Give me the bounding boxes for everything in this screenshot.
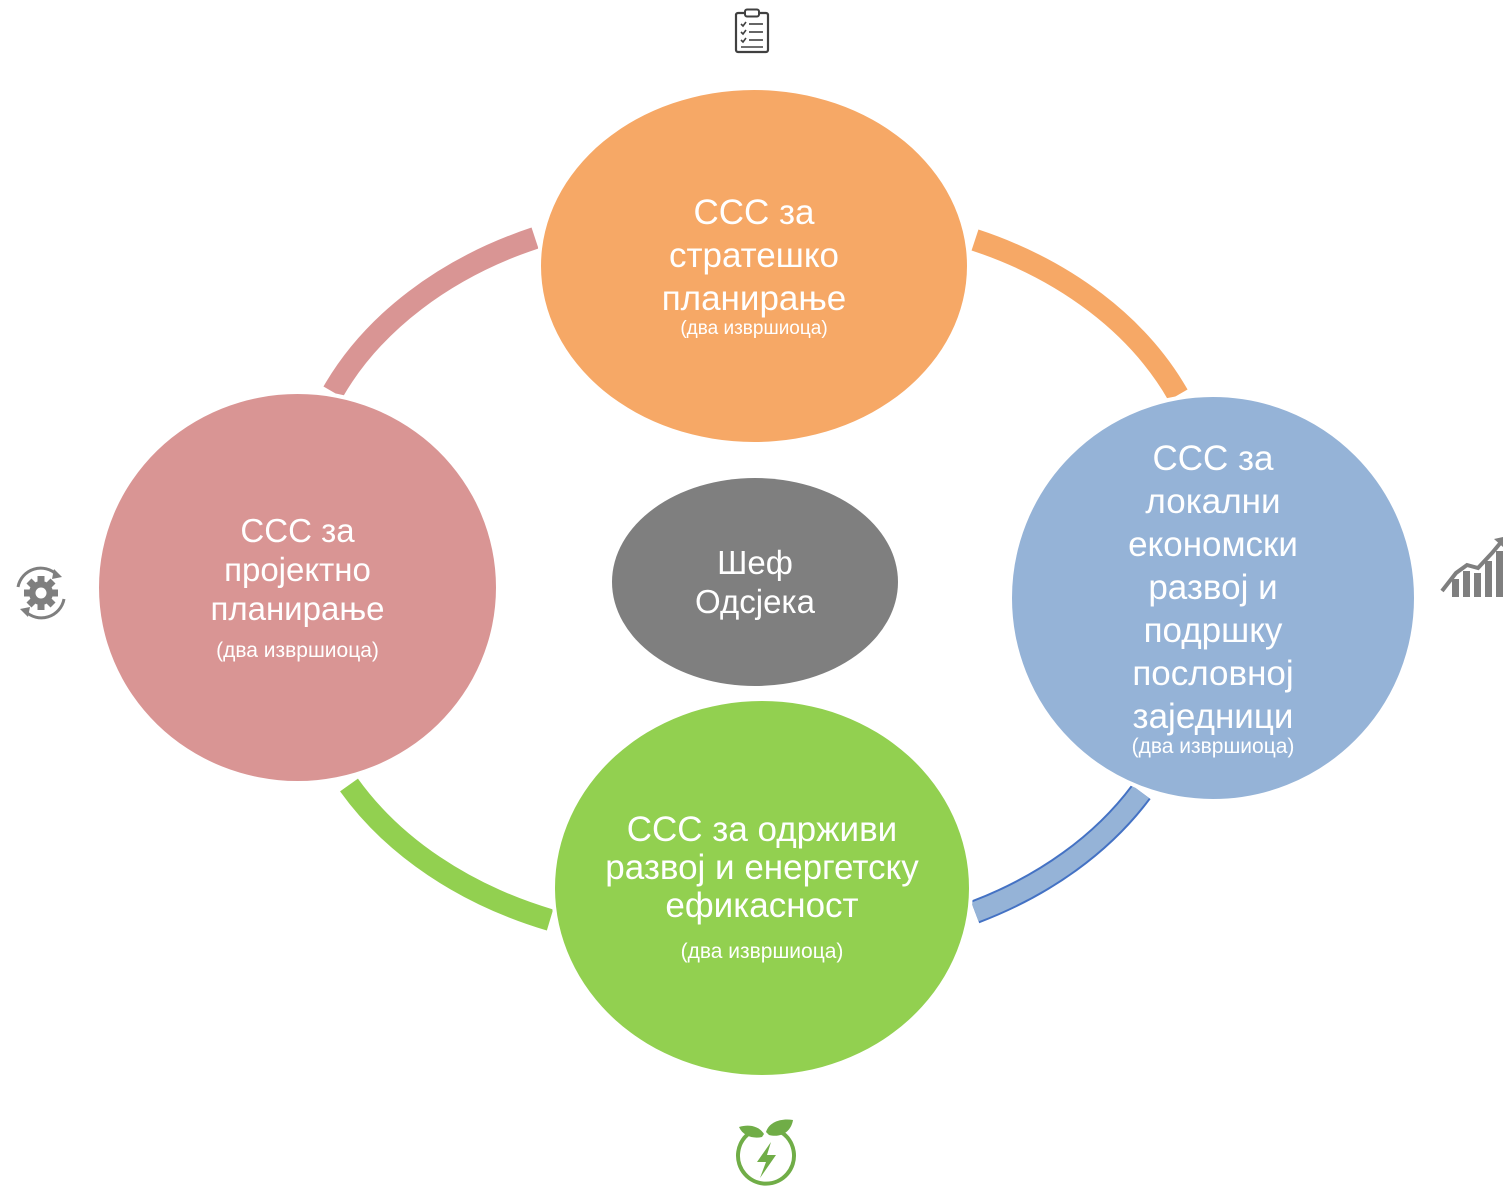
strategic-planning-node: ССС за стратешко планирање (два извршиоц… [537, 86, 971, 446]
clipboard-checklist-icon [734, 8, 770, 54]
local-economic-development-subtitle: (два извршиоца) [1131, 734, 1295, 758]
project-planning-subtitle: (два извршиоца) [216, 639, 379, 662]
growth-chart-icon [1440, 537, 1503, 597]
project-planning-node: ССС за пројектно планирање (два извршиоц… [95, 390, 500, 785]
project-planning-title: ССС за пројектно планирање [210, 512, 385, 627]
green-energy-icon [736, 1119, 796, 1186]
sustainable-development-title: ССС за одрживи развој и енергетску ефика… [605, 810, 919, 925]
strategic-planning-title: ССС за стратешко планирање [661, 192, 847, 318]
arc-top-right [971, 229, 1188, 401]
strategic-planning-subtitle: (два извршиоца) [680, 317, 828, 339]
sustainable-development-node: ССС за одрживи развој и енергетску ефика… [551, 697, 973, 1079]
local-economic-development-node: ССС за локални економски развој и подршк… [1008, 393, 1418, 803]
department-chief-node: Шеф Одсјека [612, 478, 898, 686]
local-economic-development-title: ССС за локални економски развој и подршк… [1128, 438, 1298, 736]
sustainable-development-subtitle: (два извршиоца) [680, 940, 844, 963]
arc-left-top [323, 227, 539, 398]
arc-bottom-left [340, 778, 554, 931]
gear-cycle-icon [16, 566, 66, 620]
department-chief-label: Шеф Одсјека [695, 544, 815, 620]
arc-right-bottom-fill [971, 786, 1150, 922]
